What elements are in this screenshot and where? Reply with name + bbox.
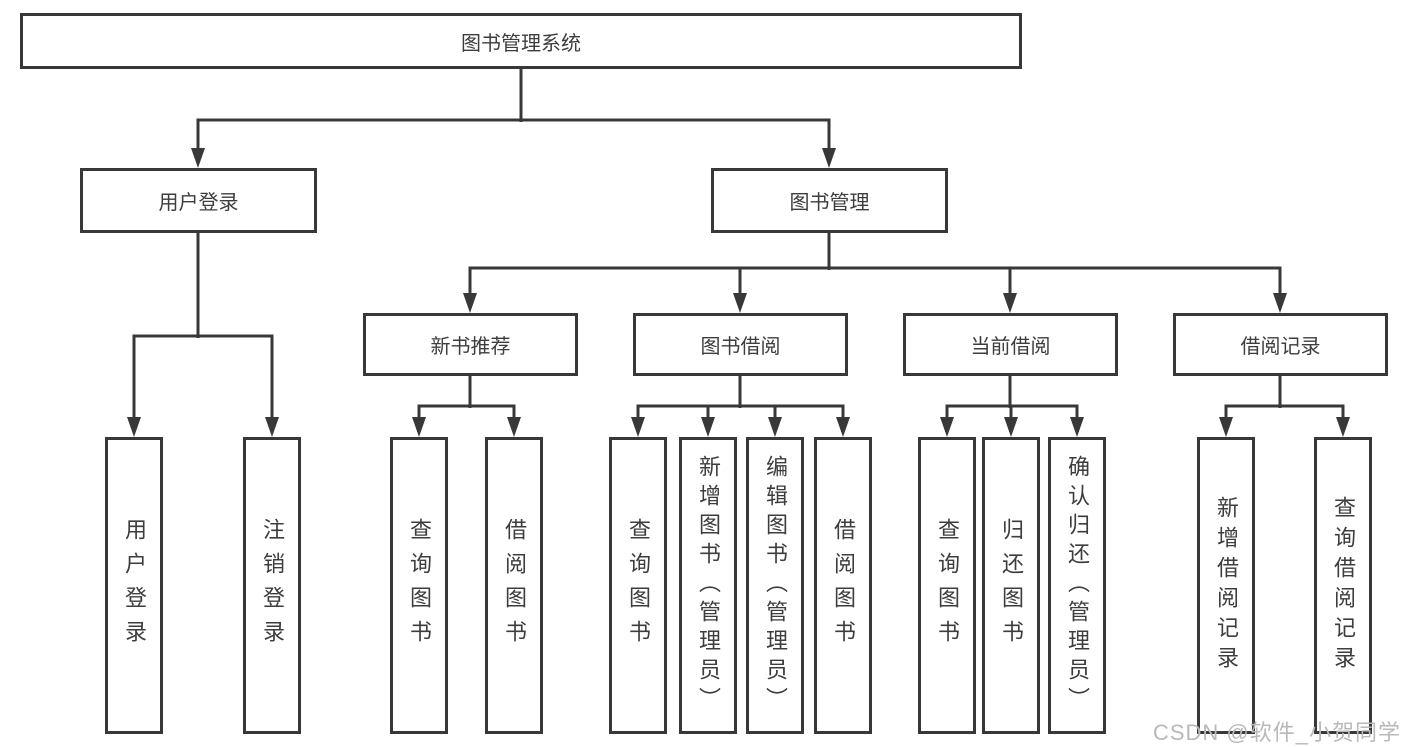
leaf-borrow-books-recommend: 借阅图书 (485, 437, 543, 734)
watermark: CSDN @软件_小贺同学 (1152, 720, 1401, 745)
node-user-login-group: 用户登录 (80, 168, 317, 233)
node-current-borrow: 当前借阅 (903, 313, 1118, 376)
leaf-borrow-books: 借阅图书 (814, 437, 872, 734)
leaf-query-books-current: 查询图书 (918, 437, 976, 734)
leaf-user-login: 用户登录 (105, 437, 163, 734)
leaf-add-books-admin: 新增图书（管理员） (679, 437, 737, 734)
node-root-system: 图书管理系统 (20, 13, 1022, 69)
node-borrow-records: 借阅记录 (1173, 313, 1388, 376)
leaf-query-borrow-record: 查询借阅记录 (1314, 437, 1372, 734)
leaf-edit-books-admin: 编辑图书（管理员） (746, 437, 804, 734)
node-book-management-group: 图书管理 (711, 168, 948, 233)
leaf-query-books-recommend: 查询图书 (390, 437, 448, 734)
leaf-return-books: 归还图书 (982, 437, 1040, 734)
node-book-borrow: 图书借阅 (633, 313, 848, 376)
node-new-book-recommend: 新书推荐 (363, 313, 578, 376)
leaf-logout: 注销登录 (243, 437, 301, 734)
leaf-confirm-return-admin: 确认归还（管理员） (1048, 437, 1106, 734)
leaf-query-books-borrow: 查询图书 (609, 437, 667, 734)
leaf-add-borrow-record: 新增借阅记录 (1197, 437, 1255, 734)
